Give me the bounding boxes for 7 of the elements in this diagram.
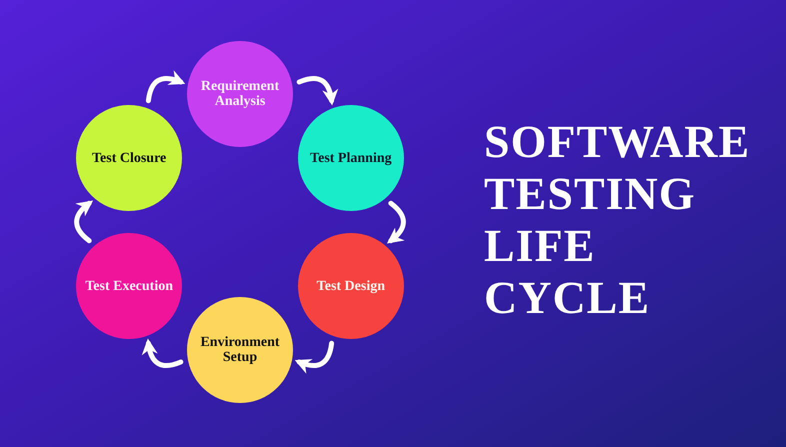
stage-label: Environment Setup [199, 335, 281, 365]
stage-label: Test Closure [90, 150, 168, 166]
stage-label: Test Planning [309, 150, 393, 166]
stage-label: Requirement Analysis [200, 79, 280, 109]
stage-label: Test Execution [84, 278, 174, 294]
title: SOFTWARE TESTING LIFE CYCLE [484, 116, 752, 324]
stage-label: Test Design [316, 278, 386, 294]
